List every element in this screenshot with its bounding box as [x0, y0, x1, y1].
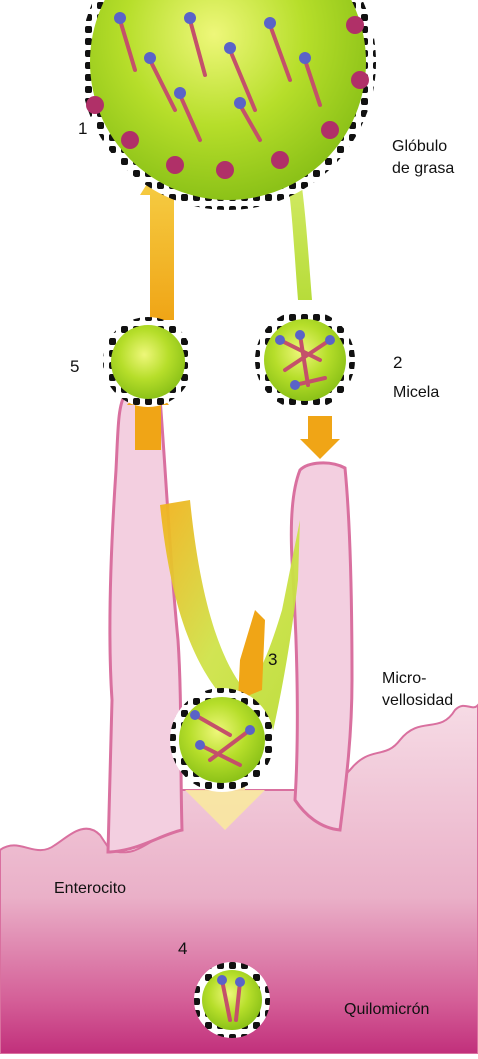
label-globulo-line1: Glóbulo [392, 136, 447, 157]
label-step-2: 2 [393, 352, 402, 373]
label-step-4: 4 [178, 938, 187, 959]
label-micro-line1: Micro- [382, 668, 426, 689]
label-step-5: 5 [70, 356, 79, 377]
micelle-absorbing [170, 688, 274, 792]
microvillus-left [108, 392, 182, 852]
label-micro-line2: vellosidad [382, 690, 453, 711]
micelle-empty [103, 317, 193, 407]
label-globulo-line2: de grasa [392, 158, 454, 179]
label-step-3: 3 [268, 649, 277, 670]
micelle [255, 310, 355, 410]
chylomicron [194, 962, 270, 1038]
label-enterocito: Enterocito [54, 878, 126, 899]
microvillus-right [291, 463, 352, 830]
label-step-1: 1 [78, 118, 87, 139]
fat-globule [80, 0, 376, 210]
arrow-to-enterocyte [238, 610, 265, 700]
label-micela: Micela [393, 382, 439, 403]
arrow-micelle-down [300, 416, 340, 459]
label-quilomicron: Quilomicrón [344, 999, 429, 1020]
